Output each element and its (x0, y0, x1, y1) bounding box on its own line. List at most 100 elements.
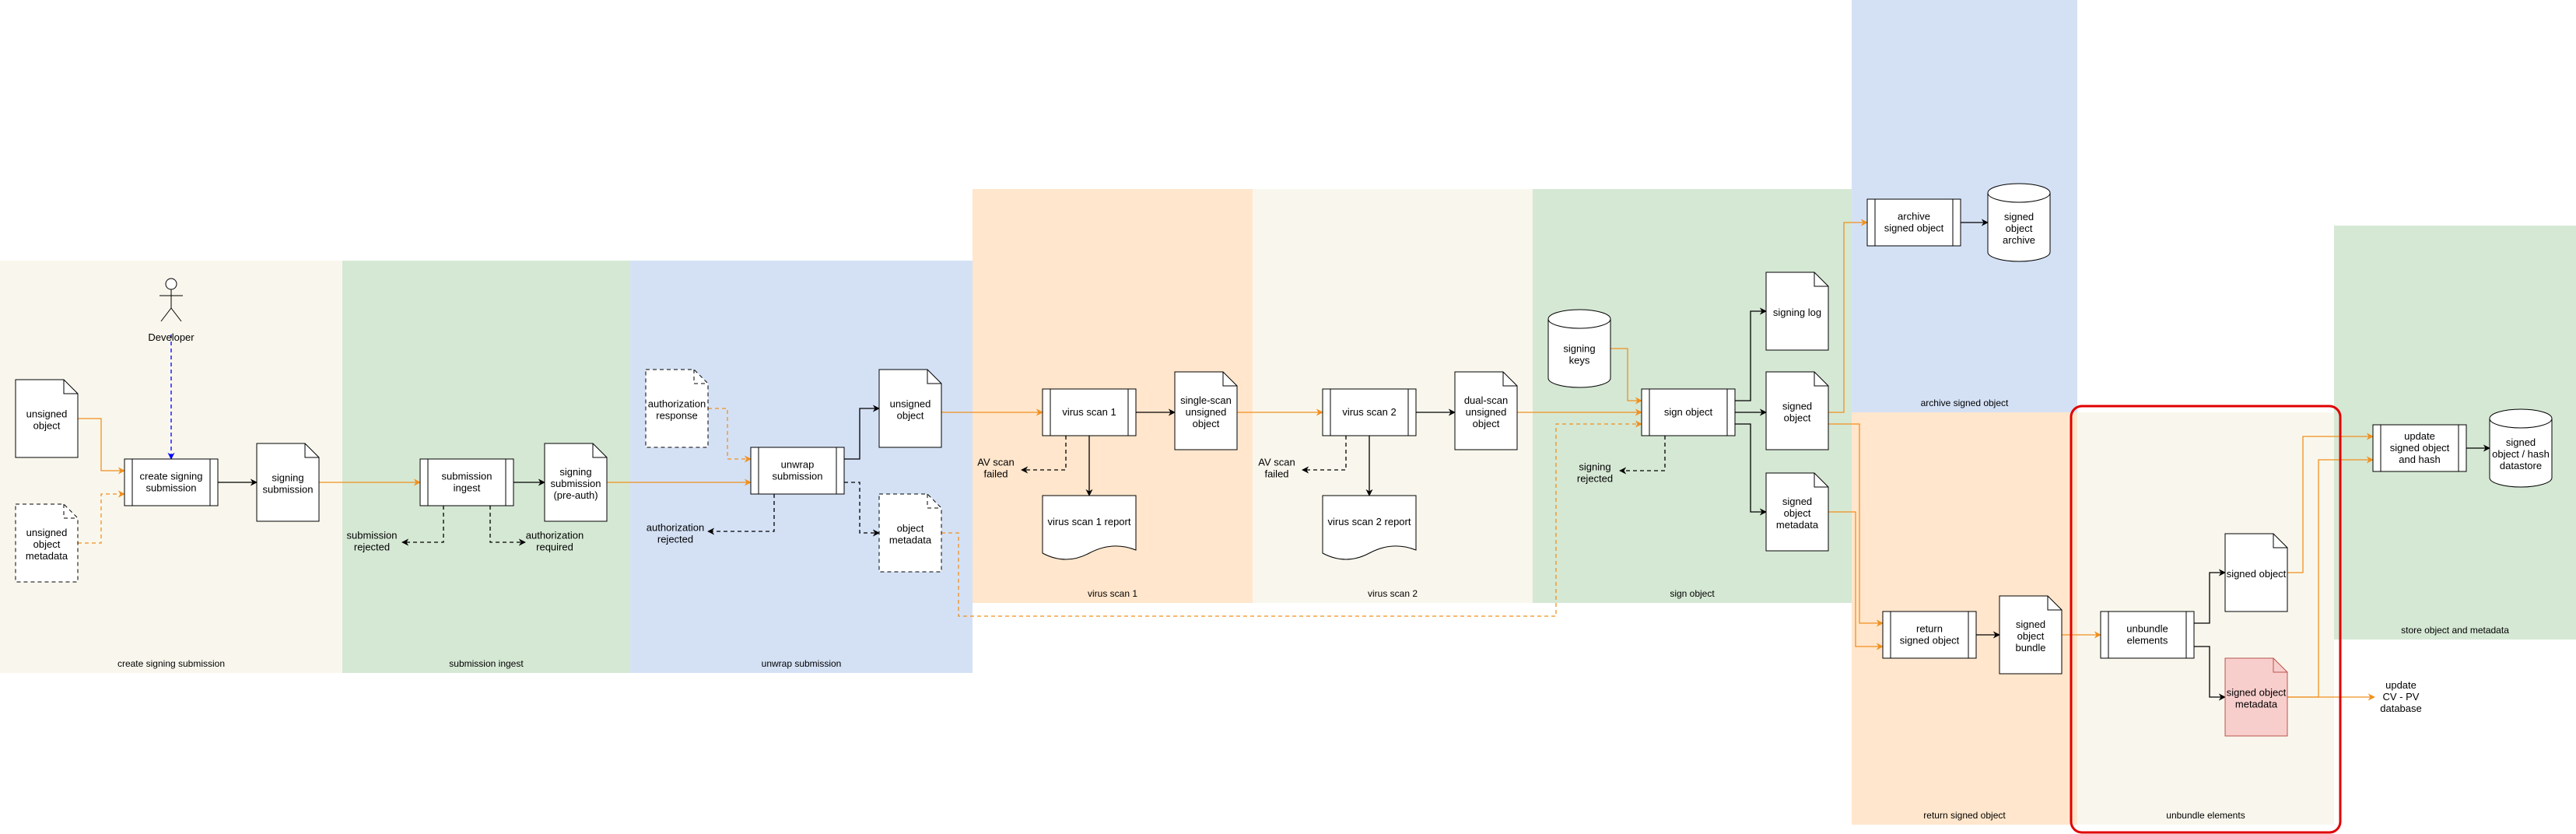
process-box (124, 458, 219, 506)
node-label: unsigned (890, 398, 931, 410)
virus-scan-2: virus scan 2 (1322, 388, 1417, 436)
process-box (1866, 198, 1961, 247)
flow-arrow (1735, 307, 1767, 401)
lane-title: create signing submission (117, 658, 225, 669)
document-fold (693, 370, 708, 384)
document-shape (256, 443, 320, 522)
node-label: object (1784, 507, 1811, 519)
document-shape (1454, 371, 1518, 450)
node-label: ingest (454, 482, 481, 494)
node-label: signing log (1773, 307, 1821, 318)
node-label: bundle (2015, 642, 2045, 654)
node-label: object (2006, 223, 2033, 234)
lane-title: archive signed object (1921, 398, 2009, 408)
document-fold (1814, 372, 1828, 387)
node-label: unwrap (781, 459, 815, 471)
cylinder-top (1547, 318, 1611, 329)
node-label: Developer (148, 331, 195, 343)
node-label: sign object (1664, 406, 1713, 418)
node-label: metadata (889, 534, 932, 546)
document-fold (592, 443, 607, 458)
node-label: submission (550, 478, 601, 489)
document-shape (1765, 371, 1829, 450)
flow-arrow (1302, 436, 1347, 474)
flow-arrow (1828, 219, 1868, 413)
virus-scan-2-report: virus scan 2 report (1322, 495, 1417, 560)
cylinder-body (1987, 183, 2051, 262)
lane-title: return signed object (1923, 810, 2006, 821)
actor-head (165, 278, 177, 290)
lane-title: unwrap submission (762, 658, 842, 669)
process-box (1322, 388, 1417, 436)
cylinder-body (1547, 309, 1611, 388)
node-label: submission (772, 471, 822, 482)
node-label: virus scan 1 (1062, 406, 1116, 418)
node-label: object (2017, 630, 2045, 642)
document-fold (63, 504, 78, 519)
document-shape (2224, 657, 2288, 737)
report-shape (1322, 495, 1417, 560)
node-label: authorization (526, 530, 584, 541)
node-label: response (656, 410, 697, 422)
lane-title: store object and metadata (2401, 625, 2509, 636)
document-shape (544, 443, 608, 522)
flow-arrow (2194, 569, 2226, 624)
node-label: dual-scan (1464, 394, 1508, 406)
node-label: authorization (647, 522, 704, 534)
node-label: signed (2016, 618, 2045, 630)
node-label: failed (983, 468, 1008, 480)
document-shape (1765, 272, 1829, 351)
document-shape (1999, 595, 2063, 675)
flow-arrow (844, 482, 880, 537)
node-label: virus scan 2 report (1328, 516, 1411, 527)
virus-scan-1: virus scan 1 (1042, 388, 1137, 436)
document-fold (304, 443, 319, 458)
flow-arrow (1021, 436, 1067, 474)
node-label: rejected (657, 534, 693, 545)
node-label: signed object (1884, 223, 1944, 234)
node-label: unsigned (1186, 406, 1227, 418)
virus-scan-1-report: virus scan 1 report (1042, 495, 1137, 560)
node-label: object (33, 420, 61, 432)
flow-arrow (1619, 436, 1666, 475)
node-label: CV - PV (2383, 691, 2420, 703)
flow-arrow (78, 490, 125, 544)
document-fold (1502, 372, 1517, 387)
lane-title: sign object (1670, 588, 1715, 599)
document-shape (2224, 533, 2288, 612)
node-label: signed object (2227, 687, 2287, 699)
node-label: archive (2003, 234, 2035, 246)
process-box (2100, 611, 2195, 659)
process-box (2372, 424, 2467, 472)
actor-leg (170, 307, 182, 322)
node-label: single-scan (1180, 394, 1232, 406)
node-label: signed (1782, 401, 1812, 412)
node-label: signing (272, 472, 303, 484)
node-label: metadata (26, 550, 68, 562)
node-label: required (536, 541, 573, 553)
cylinder-body (2489, 408, 2553, 488)
node-label: return (1916, 623, 1943, 635)
sign-object: sign object (1641, 388, 1736, 436)
cylinder-top (2489, 418, 2553, 429)
process-box (1641, 388, 1736, 436)
node-label: datastore (2500, 460, 2542, 471)
document-shape (878, 369, 942, 448)
node-label: object (1784, 412, 1811, 424)
